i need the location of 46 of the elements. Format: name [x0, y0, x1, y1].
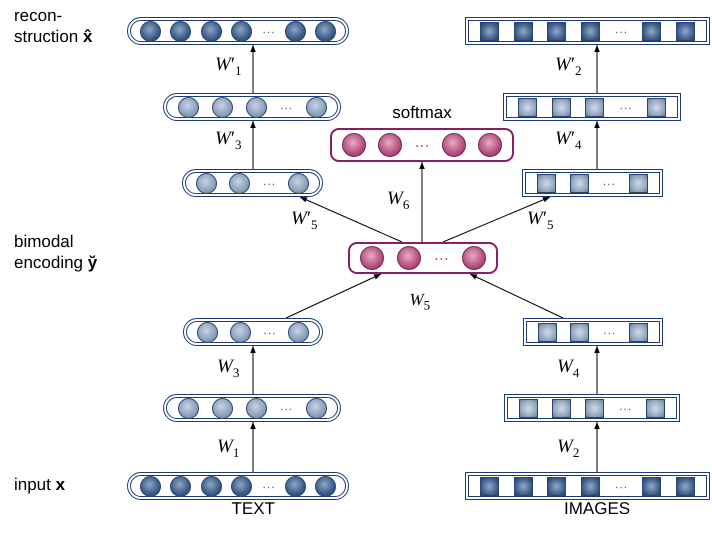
ellipsis: ···	[602, 176, 616, 190]
layer-box	[523, 318, 663, 346]
arrow	[470, 274, 564, 318]
layer-box	[522, 169, 663, 197]
arrow	[300, 196, 402, 242]
arrow	[250, 44, 256, 94]
layer-box	[183, 318, 323, 346]
ellipsis: ···	[618, 402, 632, 414]
column-label: IMAGES	[564, 498, 630, 518]
layer-box	[127, 472, 349, 500]
arrow	[419, 162, 425, 242]
ellipsis: ···	[280, 402, 292, 414]
arrow	[286, 274, 382, 318]
arrow	[594, 422, 600, 472]
side-label: input x	[14, 474, 66, 495]
layer-box	[504, 394, 680, 422]
ellipsis: ···	[280, 100, 292, 114]
arrow	[250, 346, 256, 394]
arrow	[442, 196, 550, 242]
layer-box	[503, 93, 681, 121]
ellipsis: ···	[262, 480, 276, 492]
layer-box	[348, 242, 498, 274]
layer-heading: softmax	[391, 103, 453, 123]
ellipsis: ···	[619, 100, 632, 114]
side-label: recon- struction x̂	[14, 5, 94, 47]
ellipsis: ···	[262, 176, 276, 190]
arrow	[250, 422, 256, 472]
layer-box	[127, 17, 349, 45]
ellipsis: ···	[602, 326, 616, 338]
ellipsis: ···	[262, 24, 276, 38]
layer-box	[182, 169, 323, 197]
column-label: TEXT	[232, 498, 275, 518]
arrow	[594, 44, 600, 94]
layer-box	[163, 93, 341, 121]
ellipsis: ···	[434, 250, 449, 266]
arrow	[594, 346, 600, 394]
arrow	[250, 120, 256, 170]
ellipsis: ···	[414, 138, 430, 152]
ellipsis: ···	[263, 326, 276, 338]
layer-box	[465, 17, 710, 45]
ellipsis: ···	[614, 480, 628, 492]
layer-box	[163, 394, 341, 422]
arrow	[594, 120, 600, 170]
side-label: bimodal encoding y̆	[14, 231, 98, 273]
layer-box	[465, 472, 710, 500]
ellipsis: ···	[614, 24, 628, 38]
